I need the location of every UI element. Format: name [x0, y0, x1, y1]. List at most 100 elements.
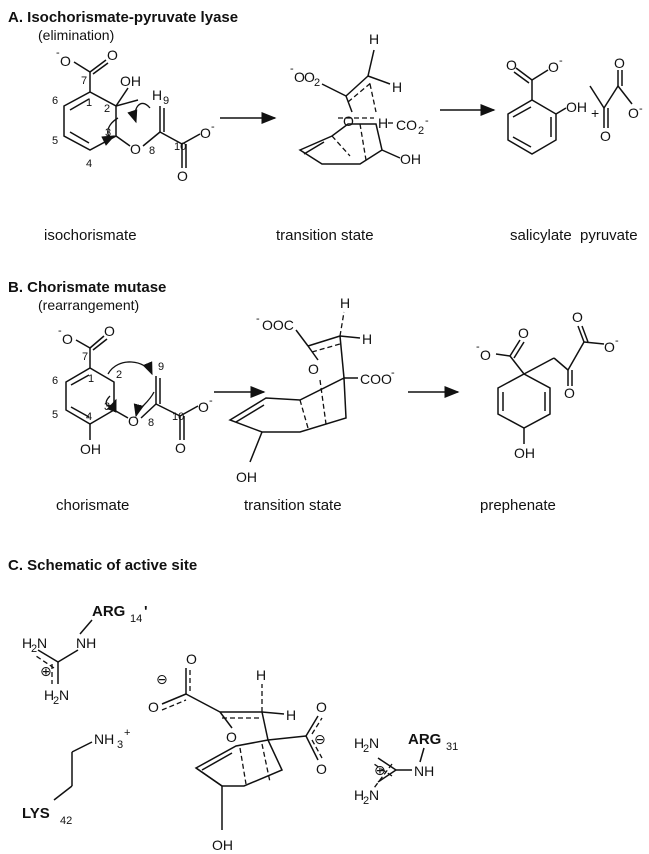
arg14-h2n-bottom-n: N [59, 687, 69, 703]
prephenate-o-minus-2: O [604, 339, 615, 355]
ts-b-ooc-charge: - [256, 313, 260, 325]
lys42-sub: 42 [60, 815, 72, 827]
caption-salicylate: salicylate [510, 227, 572, 244]
pyruvate-structure: O O O - [589, 55, 643, 144]
ts-c-o-right-lower: O [316, 761, 327, 777]
cho-num-3: 3 [104, 401, 110, 413]
ts-c-o-left: O [148, 699, 159, 715]
chorismate-oh: OH [80, 441, 101, 457]
ts-c-h-right: H [286, 707, 296, 723]
arg31-h2n-top-sub: 2 [363, 743, 369, 755]
iso-num-7: 7 [81, 75, 87, 87]
arg14-h2n-top: H [22, 635, 32, 651]
prephenate-structure: OH O - O O O O - [476, 309, 619, 461]
arg14-nh: NH [76, 635, 96, 651]
prephenate-o: O [518, 325, 529, 341]
lys42-nh3: NH [94, 731, 114, 747]
ts-b-coo: COO [360, 371, 392, 387]
section-c-title: C. Schematic of active site [8, 557, 197, 574]
cho-num-7: 7 [82, 351, 88, 363]
iso-num-10: 10 [174, 141, 186, 153]
section-a-title: A. Isochorismate-pyruvate lyase [8, 9, 238, 26]
ts-a-oh: OH [400, 151, 421, 167]
arg14-residue: ARG 14 ' NH H 2 N ⊕ H 2 N [22, 603, 148, 707]
chorismate-structure: O - O OH O O O - 7 1 2 3 4 5 6 [52, 323, 213, 457]
transition-state-a-structure: O - O 2 H H O H CO 2 - OH [290, 31, 429, 167]
iso-num-8: 8 [149, 145, 155, 157]
arg31-nh: NH [414, 763, 434, 779]
isochorismate-o-minus-charge: - [56, 47, 60, 59]
pyruvate-o-minus: O [628, 105, 639, 121]
ts-a-bridge-o: O [343, 113, 354, 129]
ts-c-oh: OH [212, 837, 233, 853]
prephenate-acid-o: O [572, 309, 583, 325]
arg14-sub: 14 [130, 613, 142, 625]
arg31-h2n-top: H [354, 735, 364, 751]
arg31-h2n-top-n: N [369, 735, 379, 751]
arg31-h2n-bottom-n: N [369, 787, 379, 803]
arg14-h2n-bottom: H [44, 687, 54, 703]
caption-isochorismate: isochorismate [44, 227, 137, 244]
iso-num-2: 2 [104, 103, 110, 115]
chorismate-ether-o: O [128, 413, 139, 429]
ts-a-o2-sub: 2 [314, 77, 320, 89]
arg14-prime: ' [144, 603, 148, 620]
lys42-nh3-charge: + [124, 727, 130, 739]
cho-num-5: 5 [52, 409, 58, 421]
chorismate-c10-charge: - [209, 395, 213, 407]
section-a: A. Isochorismate-pyruvate lyase (elimina… [8, 9, 643, 244]
section-b-subtitle: (rearrangement) [38, 297, 139, 313]
ts-c-charge-minus-2: ⊖ [314, 731, 326, 747]
ts-b-h-top: H [340, 295, 350, 311]
active-site-ts-structure: O ⊖ O H H O O ⊖ O [148, 651, 327, 853]
cho-num-9: 9 [158, 361, 164, 373]
iso-num-3: 3 [105, 127, 111, 139]
cho-num-2: 2 [116, 369, 122, 381]
ts-c-o-upper: O [186, 651, 197, 667]
cho-num-6: 6 [52, 375, 58, 387]
section-a-subtitle: (elimination) [38, 27, 114, 43]
arg31-sub: 31 [446, 741, 458, 753]
iso-num-4: 4 [86, 158, 92, 170]
isochorismate-c10-o-minus: O [200, 125, 211, 141]
ts-a-co2-sub: 2 [418, 125, 424, 137]
isochorismate-oh: OH [120, 73, 141, 89]
ts-a-h-right: H [392, 79, 402, 95]
caption-pyruvate: pyruvate [580, 227, 638, 244]
ts-a-co2-charge: - [425, 115, 429, 127]
arg31-residue: ARG 31 NH H 2 N ⊕ H 2 N [354, 731, 458, 807]
ts-b-oh: OH [236, 469, 257, 485]
section-b: B. Chorismate mutase (rearrangement) O -… [8, 279, 619, 514]
ts-c-charge-minus-1: ⊖ [156, 671, 168, 687]
cho-num-1: 1 [88, 373, 94, 385]
ts-c-h-top: H [256, 667, 266, 683]
arg14-charge: ⊕ [40, 663, 52, 679]
section-c: C. Schematic of active site ARG 14 ' NH … [8, 557, 458, 853]
ts-a-o-minus-charge: - [290, 63, 294, 75]
ts-b-ooc: OOC [262, 317, 294, 333]
cho-num-8: 8 [148, 417, 154, 429]
plus-sign: + [591, 105, 599, 121]
prephenate-keto-o: O [564, 385, 575, 401]
salicylate-oh: OH [566, 99, 587, 115]
ts-a-h-mid: H [378, 115, 388, 131]
cho-num-10: 10 [172, 411, 184, 423]
lys42-name: LYS [22, 805, 50, 822]
ts-a-h-top: H [369, 31, 379, 47]
section-b-title: B. Chorismate mutase [8, 279, 166, 296]
isochorismate-c10-charge: - [211, 121, 215, 133]
ts-b-coo-charge: - [391, 367, 395, 379]
ts-a-o-minus: O [294, 69, 305, 85]
prephenate-charge-2: - [615, 335, 619, 347]
caption-prephenate: prephenate [480, 497, 556, 514]
lys42-residue: NH 3 + LYS 42 [22, 727, 130, 827]
pyruvate-o-keto: O [600, 128, 611, 144]
ts-c-o-right-upper: O [316, 699, 327, 715]
pyruvate-o-acid: O [614, 55, 625, 71]
caption-transition-state-b: transition state [244, 497, 342, 514]
arg14-h2n-top-sub: 2 [31, 643, 37, 655]
ts-b-bridge-o: O [308, 361, 319, 377]
isochorismate-o-double: O [107, 47, 118, 63]
chorismate-c10-o-minus: O [198, 399, 209, 415]
